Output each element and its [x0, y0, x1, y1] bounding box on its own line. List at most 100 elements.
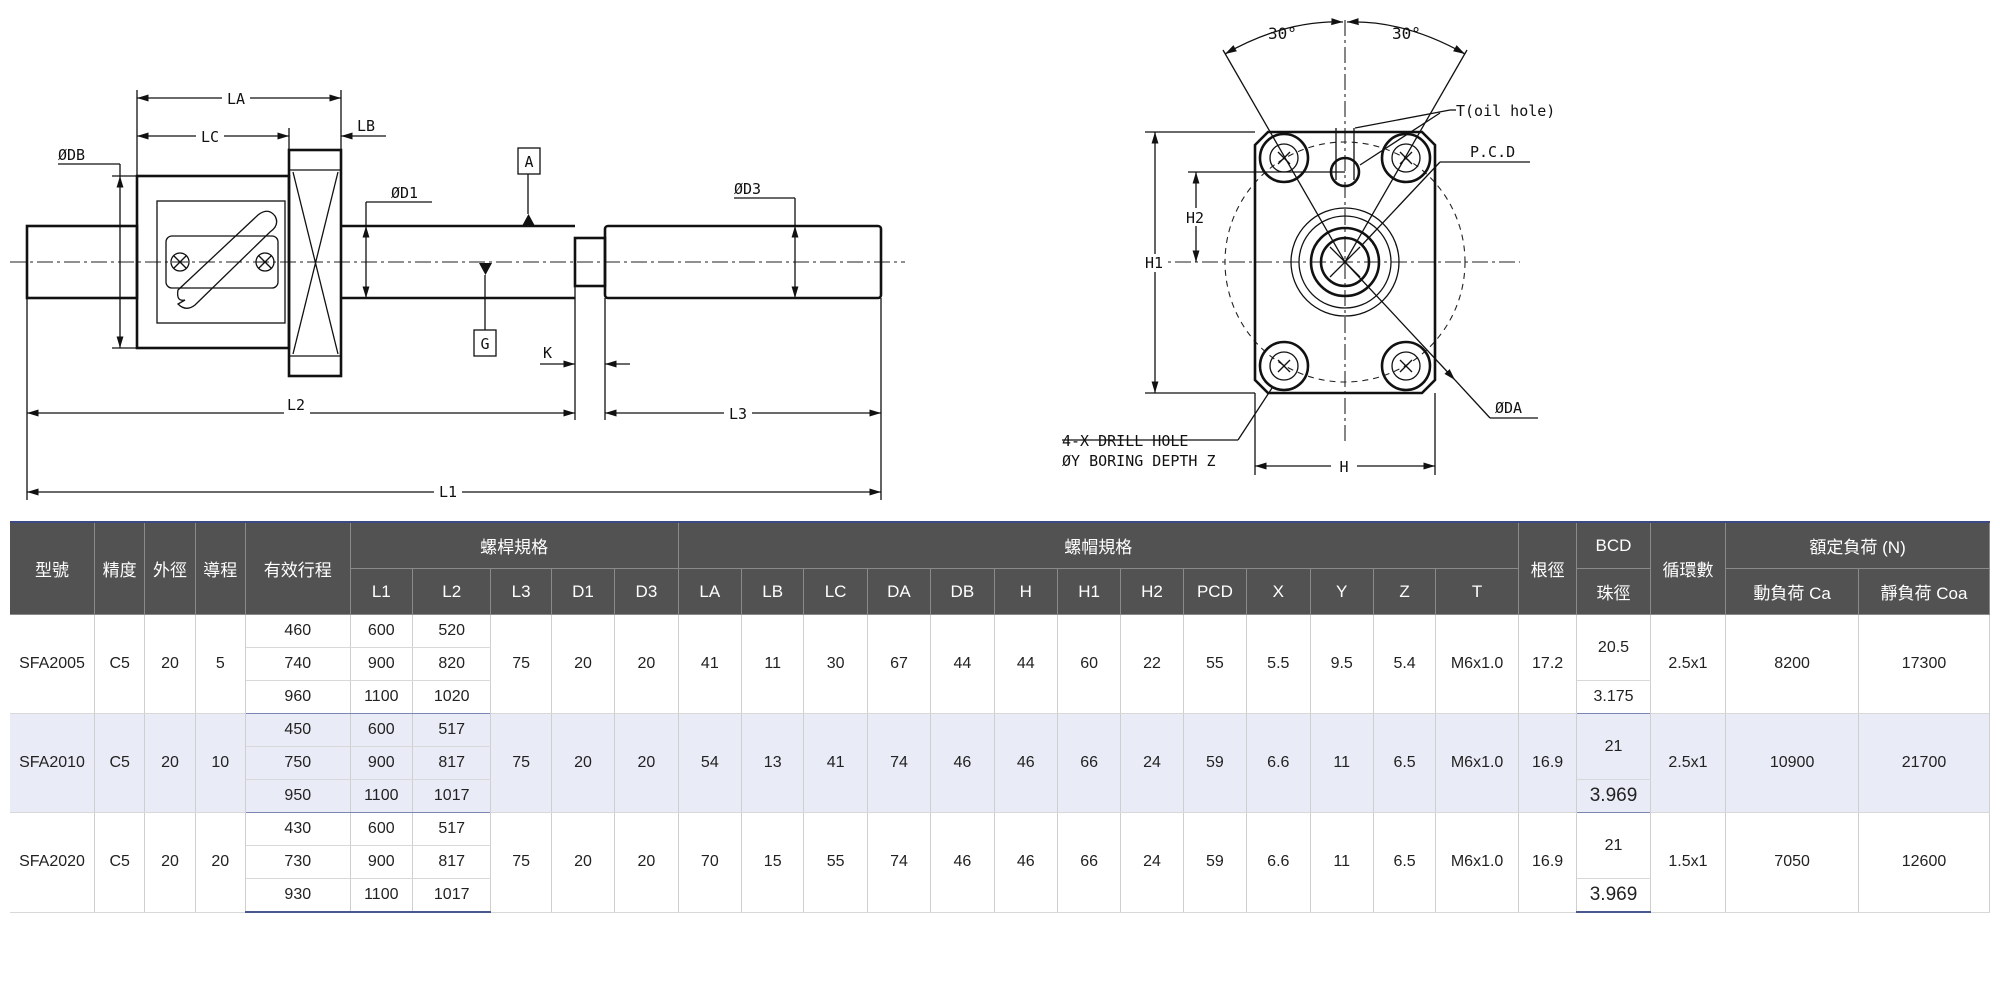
cell-outer-dia: 20 [144, 713, 196, 813]
dim-h1-label: H1 [1145, 254, 1163, 272]
cell-d1: 20 [551, 614, 616, 714]
cell-coa: 12600 [1858, 812, 1990, 913]
cell-root: 16.9 [1518, 812, 1578, 913]
header-l3: L3 [490, 568, 552, 615]
header-outer-dia: 外徑 [144, 523, 196, 615]
side-view: A G LA LC LB ØDB ØD1 ØD3 [10, 88, 905, 501]
cell-z: 6.5 [1373, 812, 1437, 913]
cell-bcd: 21 [1576, 812, 1651, 879]
table-group-sfa2020: SFA2020 C5 20 20 430 600 517 75 20 20 70… [10, 812, 1990, 913]
oil-hole-label: T(oil hole) [1456, 102, 1555, 120]
header-stroke: 有效行程 [245, 523, 351, 615]
cell-y: 11 [1310, 812, 1374, 913]
table-row: 740 900 820 [10, 647, 1990, 681]
dim-lb-label: LB [357, 117, 375, 135]
header-d1: D1 [551, 568, 616, 615]
table-row: 950 1100 1017 3.969 [10, 779, 1990, 813]
cell-ca: 8200 [1725, 614, 1859, 714]
cell-l1: 600 [350, 614, 413, 648]
cell-l2: 517 [412, 812, 492, 846]
header-ball-dia: 珠徑 [1576, 568, 1651, 615]
header-da: DA [867, 568, 932, 615]
cell-precision: C5 [94, 614, 146, 714]
cell-model: SFA2005 [10, 614, 96, 714]
cell-h2: 22 [1120, 614, 1184, 714]
table-group-sfa2010: SFA2010 C5 20 10 450 600 517 75 20 20 54… [10, 713, 1990, 813]
cell-l1: 1100 [350, 680, 413, 714]
dim-k-label: K [543, 344, 552, 362]
cell-la: 70 [678, 812, 743, 913]
header-model: 型號 [10, 523, 96, 615]
cell-db: 44 [930, 614, 995, 714]
datum-a-label: A [524, 153, 533, 171]
cell-d1: 20 [551, 713, 616, 813]
angle-left-label: 30° [1268, 24, 1297, 43]
cell-pcd: 55 [1183, 614, 1248, 714]
table-row: 930 1100 1017 3.969 [10, 878, 1990, 913]
table-row: 750 900 817 [10, 746, 1990, 780]
cell-lb: 13 [741, 713, 805, 813]
cell-z: 5.4 [1373, 614, 1437, 714]
cell-h1: 66 [1057, 713, 1122, 813]
header-h: H [994, 568, 1058, 615]
cell-l2: 820 [412, 647, 492, 681]
header-t: T [1435, 568, 1519, 615]
cell-d3: 20 [614, 713, 679, 813]
header-static: 靜負荷 Coa [1858, 568, 1990, 615]
header-lb: LB [741, 568, 805, 615]
header-l2: L2 [412, 568, 492, 615]
cell-root: 17.2 [1518, 614, 1578, 714]
cell-l1: 900 [350, 746, 413, 780]
table-row: SFA2020 C5 20 20 430 600 517 75 20 20 70… [10, 812, 1990, 913]
cell-circuits: 2.5x1 [1650, 713, 1727, 813]
cell-h2: 24 [1120, 713, 1184, 813]
cell-outer-dia: 20 [144, 614, 196, 714]
header-nut-spec: 螺帽規格 [678, 523, 1519, 569]
cell-db: 46 [930, 812, 995, 913]
header-root-dia: 根徑 [1518, 523, 1578, 615]
header-dynamic: 動負荷 Ca [1725, 568, 1859, 615]
dim-l1-label: L1 [439, 483, 457, 501]
cell-x: 6.6 [1246, 713, 1311, 813]
cell-stroke: 930 [245, 878, 351, 913]
technical-drawing: A G LA LC LB ØDB ØD1 ØD3 [10, 18, 1555, 501]
cell-pcd: 59 [1183, 713, 1248, 813]
cell-l2: 1017 [412, 878, 492, 913]
cell-outer-dia: 20 [144, 812, 196, 913]
header-la: LA [678, 568, 743, 615]
header-lc: LC [803, 568, 868, 615]
cell-l1: 1100 [350, 878, 413, 913]
cell-lc: 30 [803, 614, 868, 714]
cell-stroke: 460 [245, 614, 351, 648]
cell-x: 6.6 [1246, 812, 1311, 913]
cell-precision: C5 [94, 713, 146, 813]
header-precision: 精度 [94, 523, 146, 615]
cell-l3: 75 [490, 614, 552, 714]
spec-table: 型號 精度 外徑 導程 有效行程 螺桿規格 螺帽規格 根徑 BCD 循環數 額定… [10, 523, 1990, 913]
header-h1: H1 [1057, 568, 1122, 615]
cell-lead: 5 [195, 614, 246, 714]
cell-h: 44 [994, 614, 1058, 714]
header-pcd: PCD [1183, 568, 1248, 615]
cell-h2: 24 [1120, 812, 1184, 913]
cell-stroke: 950 [245, 779, 351, 813]
cell-la: 54 [678, 713, 743, 813]
drill-note-line2: ØY BORING DEPTH Z [1062, 452, 1216, 470]
header-y: Y [1310, 568, 1374, 615]
drill-note-line1: 4-X DRILL HOLE [1062, 432, 1188, 450]
cell-lc: 55 [803, 812, 868, 913]
header-rated-load: 額定負荷 (N) [1725, 523, 1990, 569]
bolt-holes [1258, 132, 1432, 392]
cell-d3: 20 [614, 812, 679, 913]
cell-l1: 900 [350, 647, 413, 681]
cell-ball: 3.969 [1576, 878, 1651, 913]
cell-l2: 817 [412, 746, 492, 780]
pcd-label: P.C.D [1470, 143, 1515, 161]
header-db: DB [930, 568, 995, 615]
cell-lc: 41 [803, 713, 868, 813]
cell-l2: 520 [412, 614, 492, 648]
cell-lb: 15 [741, 812, 805, 913]
table-row: 730 900 817 [10, 845, 1990, 879]
cell-da: 67 [867, 614, 932, 714]
header-bcd: BCD [1576, 523, 1651, 569]
